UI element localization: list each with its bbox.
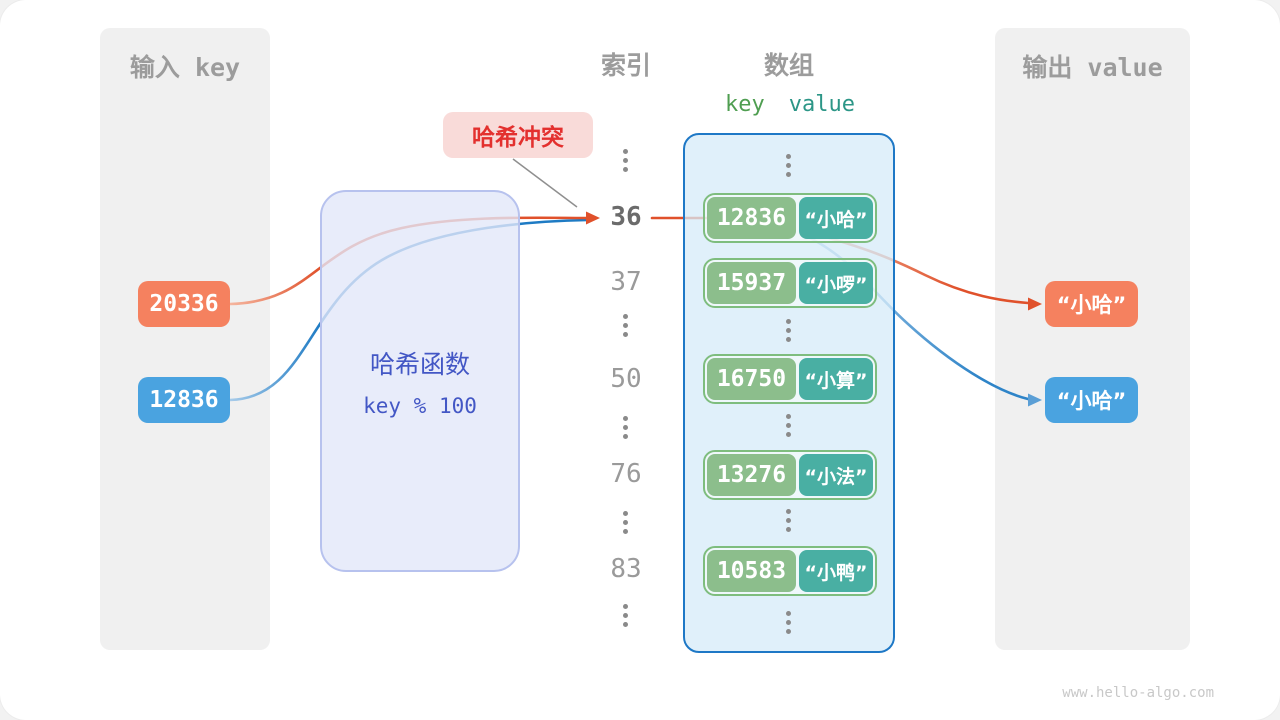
index-column-title: 索引 [600,51,651,80]
array-key-header: key [725,92,765,117]
index-value-83: 83 [610,554,642,584]
pair-key: 16750 [707,358,796,400]
input-key-box-20336: 20336 [138,281,230,327]
index-value-50: 50 [610,364,642,394]
hash-function-box [320,190,520,572]
array-kv-header: key value [706,92,874,117]
ellipsis-dots [786,154,791,177]
pair-key: 15937 [707,262,796,304]
input-column-title: 输入 key [129,53,241,82]
pair-value: “小鸭” [798,550,873,592]
arrowhead-output-orange-icon [1028,297,1042,311]
pair-value: “小算” [798,358,873,400]
hash-function-title: 哈希函数 [369,350,470,379]
input-column-panel: 输入 key [100,28,270,650]
pair-key: 12836 [707,197,796,239]
ellipsis-dots [623,604,628,627]
kv-pair-16750: 16750 “小算” [703,354,877,404]
kv-pair-15937: 15937 “小啰” [703,258,877,308]
collision-pointer-line [512,158,578,208]
arrowhead-output-blue-icon [1028,393,1042,407]
output-column-title: 输出 value [1022,53,1163,82]
pair-value: “小啰” [798,262,873,304]
ellipsis-dots [786,319,791,342]
ellipsis-dots [623,511,628,534]
index-value-76: 76 [610,459,642,489]
input-key-box-12836: 12836 [138,377,230,423]
kv-pair-10583: 10583 “小鸭” [703,546,877,596]
pair-value: “小法” [798,454,873,496]
kv-pair-12836: 12836 “小哈” [703,193,877,243]
hash-collision-badge: 哈希冲突 [443,112,593,158]
ellipsis-dots [623,416,628,439]
index-value-36: 36 [610,202,642,232]
output-value-box-orange: “小哈” [1045,281,1138,327]
ellipsis-dots [786,509,791,532]
ellipsis-dots [786,611,791,634]
ellipsis-dots [786,414,791,437]
pair-key: 13276 [707,454,796,496]
arrowhead-to-index-icon [586,211,600,225]
ellipsis-dots [623,314,628,337]
hash-function-formula: key % 100 [363,394,477,418]
kv-pair-13276: 13276 “小法” [703,450,877,500]
watermark: www.hello-algo.com [1062,685,1214,701]
array-value-header: value [788,92,855,117]
pair-key: 10583 [707,550,796,592]
output-value-box-blue: “小哈” [1045,377,1138,423]
output-column-panel: 输出 value [995,28,1190,650]
ellipsis-dots [623,149,628,172]
index-value-37: 37 [610,267,642,297]
array-column-title: 数组 [763,51,814,80]
pair-value: “小哈” [798,197,873,239]
